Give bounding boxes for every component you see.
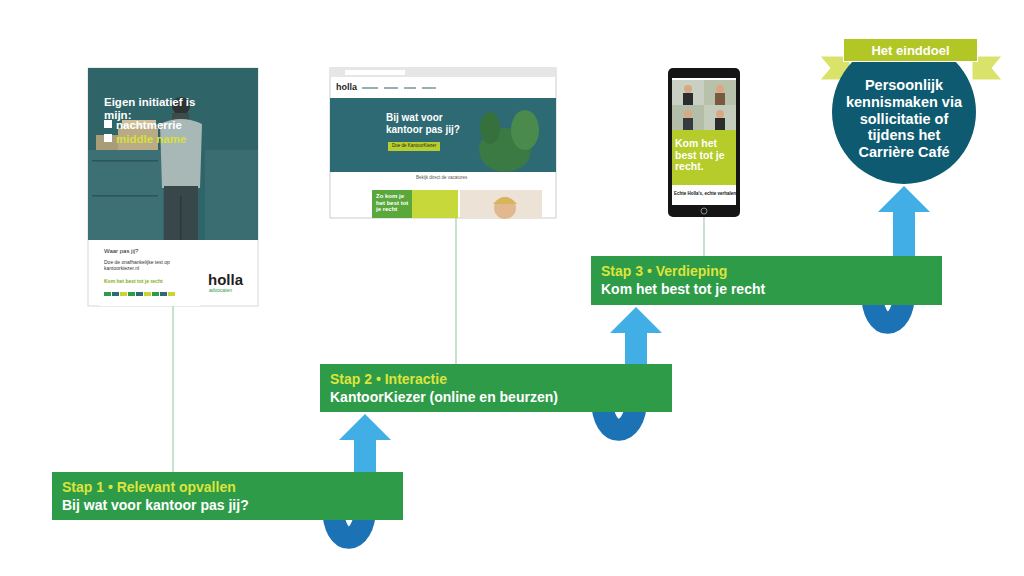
step-title: Stap 2 • Interactie (330, 371, 662, 389)
goal-ribbon: Het einddoel (843, 38, 978, 62)
phone-mockup: Kom het best tot je recht. Echte Holla's,… (668, 68, 740, 217)
node-text: Persoonlijk kennismaken via sollicitatie… (845, 77, 963, 162)
node-text: Bekijk direct de vacatures (416, 176, 467, 181)
node-text: Doe de KantoorKiezer (388, 142, 440, 151)
node-text: Echte Holla's, echte verhalen (674, 192, 736, 197)
leader-line (704, 217, 705, 256)
poster-artwork (88, 68, 258, 306)
node-text: Bij wat voor kantoor pas jij? (386, 112, 466, 135)
step-title: Stap 3 • Verdieping (601, 263, 932, 281)
step-subtitle: Kom het best tot je recht (601, 281, 932, 299)
node-text: nachtmerrie (116, 119, 182, 132)
browser-artwork (330, 68, 556, 219)
phone-artwork (668, 68, 740, 217)
leader-line (456, 218, 457, 364)
browser-mockup: hollaBij wat voor kantoor pas jij? Doe de… (330, 68, 556, 218)
node-text: middle name (116, 133, 186, 146)
node-text: Kom het best tot je recht. (675, 138, 735, 173)
poster: Eigen initiatief is mijn:nachtmerriemidd… (88, 68, 258, 306)
step-band: Stap 1 • Relevant opvallenBij wat voor k… (52, 472, 403, 520)
node-text: Het einddoel (871, 44, 949, 57)
band-text: Stap 2 • InteractieKantoorKiezer (online… (330, 371, 662, 406)
step-subtitle: Bij wat voor kantoor pas jij? (62, 497, 393, 515)
node-text: Kom het best tot je recht (104, 279, 163, 285)
node-text: Doe de onafhankelijke test op kantoorkie… (104, 259, 188, 271)
node-text: Zo kom je het best tot je recht (376, 193, 410, 213)
step-band: Stap 3 • VerdiepingKom het best tot je r… (591, 256, 942, 305)
node-text: holla (208, 272, 243, 287)
node-text: holla (336, 83, 357, 92)
leader-line (173, 306, 174, 472)
step-subtitle: KantoorKiezer (online en beurzen) (330, 389, 662, 407)
node-text: advocaten (209, 288, 232, 293)
step-band: Stap 2 • InteractieKantoorKiezer (online… (320, 364, 672, 412)
node-text: Waar pas jij? (104, 248, 138, 255)
band-text: Stap 1 • Relevant opvallenBij wat voor k… (62, 479, 393, 514)
step-title: Stap 1 • Relevant opvallen (62, 479, 393, 497)
node-text: Eigen initiatief is mijn: (104, 96, 200, 122)
band-text: Stap 3 • VerdiepingKom het best tot je r… (601, 263, 932, 298)
